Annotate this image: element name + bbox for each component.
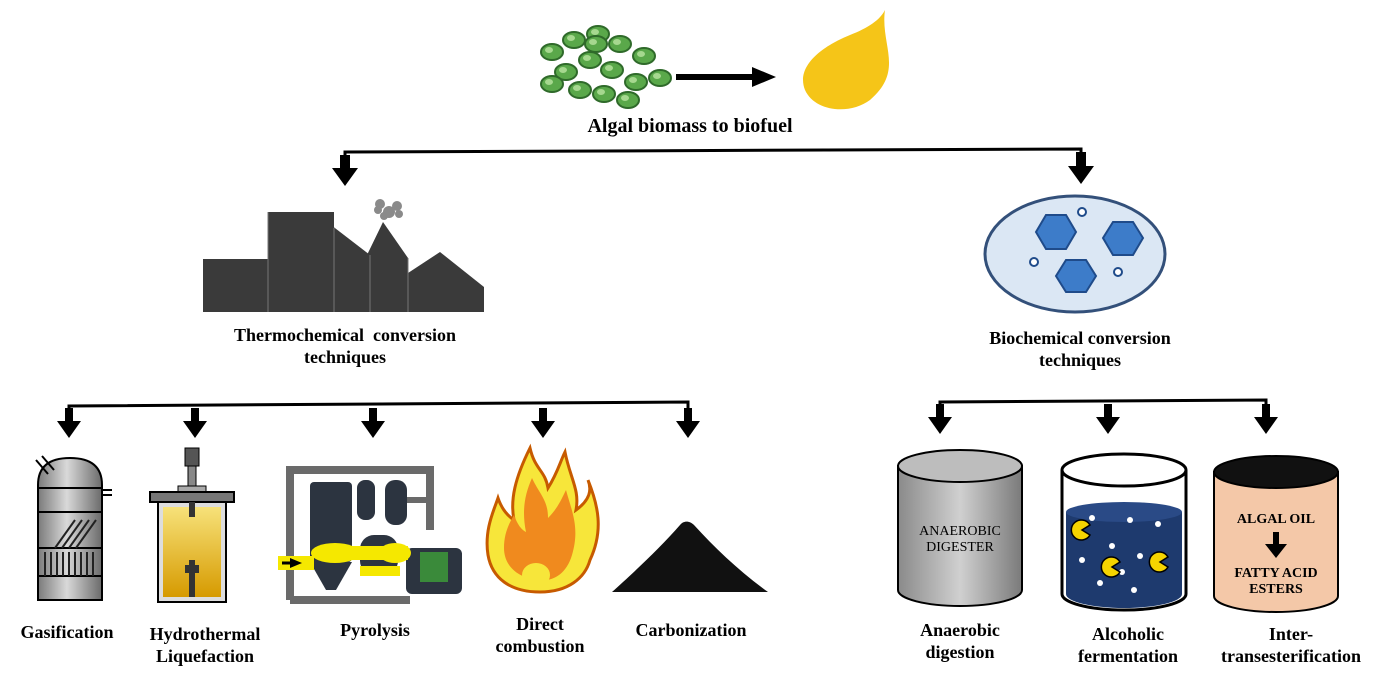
digester-tank-label-line1: ANAEROBIC — [919, 524, 1001, 539]
down-arrow-head — [928, 417, 952, 434]
algae-cell — [624, 73, 648, 91]
fatty-acid-esters-line1: FATTY ACID — [1234, 566, 1318, 581]
algae-cell-highlight — [545, 79, 553, 85]
algae-cell-highlight — [573, 85, 581, 91]
main-branch-connector — [332, 147, 1094, 186]
fatty-acid-esters-label: FATTY ACID ESTERS — [1216, 566, 1336, 598]
thermochemical-label-line1: Thermochemical conversion — [234, 325, 456, 345]
method-digestion-label: digestion — [925, 641, 995, 662]
ester-tank-icon — [1213, 455, 1339, 613]
fermenter-tank-icon — [1060, 452, 1188, 612]
digester-tank-label: ANAEROBIC DIGESTER — [900, 524, 1020, 556]
method-direct-combustion: Direct combustion — [470, 614, 610, 657]
petri-dish-icon — [983, 194, 1167, 314]
algae-cell — [616, 91, 640, 109]
down-arrow-head — [1096, 417, 1120, 434]
method-inter-transesterification: Inter- transesterification — [1206, 624, 1376, 667]
down-arrow-head — [676, 421, 700, 438]
algae-cell-highlight — [629, 77, 637, 83]
down-arrow-shaft — [539, 408, 547, 422]
down-arrow-shaft — [65, 408, 73, 422]
charcoal-pile-icon — [612, 521, 768, 592]
diagram-title: Algal biomass to biofuel — [587, 115, 793, 137]
method-hydrothermal-label: Hydrothermal — [149, 624, 261, 644]
algae-cell — [568, 81, 592, 99]
algae-cell-highlight — [653, 73, 661, 79]
method-transesterification-label: transesterification — [1221, 645, 1361, 666]
method-pyrolysis: Pyrolysis — [310, 620, 440, 642]
down-arrow-shaft — [1262, 404, 1270, 418]
method-gasification-label: Gasification — [20, 622, 114, 642]
algae-cell — [562, 31, 586, 49]
down-arrow-shaft — [684, 408, 692, 422]
biochemical-label-line2: techniques — [1038, 349, 1121, 370]
algae-cell-highlight — [621, 95, 629, 101]
method-fermentation-label: fermentation — [1078, 645, 1178, 666]
algae-cell — [578, 51, 602, 69]
biochemical-branch-connector — [928, 398, 1278, 434]
thermochemical-label: Thermochemical conversion techniques — [180, 325, 510, 368]
biochemical-label: Biochemical conversion techniques — [930, 328, 1230, 371]
algae-cell-highlight — [545, 47, 553, 53]
algae-cell — [540, 75, 564, 93]
thermochemical-label-line2: techniques — [303, 346, 386, 367]
process-arrow — [676, 67, 776, 87]
method-hydrothermal-liquefaction: Hydrothermal Liquefaction — [130, 624, 280, 667]
algae-cell — [608, 35, 632, 53]
algae-cell-highlight — [583, 55, 591, 61]
method-pyrolysis-label: Pyrolysis — [340, 620, 410, 640]
algae-cell-highlight — [605, 65, 613, 71]
biochemical-label-line1: Biochemical conversion — [989, 328, 1171, 348]
digester-tank-label-line2: DIGESTER — [926, 540, 994, 556]
algal-oil-label: ALGAL OIL — [1236, 512, 1316, 527]
factory-icon — [203, 199, 484, 312]
fatty-acid-esters-line2: ESTERS — [1249, 582, 1303, 598]
method-liquefaction-label: Liquefaction — [155, 645, 254, 666]
down-arrow-head — [1254, 417, 1278, 434]
algae-cell-highlight — [637, 51, 645, 57]
fuel-drop-icon — [803, 10, 890, 110]
algae-cell-highlight — [597, 89, 605, 95]
down-arrow-head — [183, 421, 207, 438]
down-arrow-head — [57, 421, 81, 438]
method-anaerobic-label: Anaerobic — [920, 620, 1000, 640]
algae-cell-highlight — [567, 35, 575, 41]
algae-cell — [584, 35, 608, 53]
method-anaerobic-digestion: Anaerobic digestion — [890, 620, 1030, 663]
method-alcoholic-label: Alcoholic — [1092, 624, 1164, 644]
algae-cell — [540, 43, 564, 61]
down-arrow-shaft — [369, 408, 377, 422]
down-arrow-shaft — [1104, 404, 1112, 418]
pyrolysis-plant-icon — [278, 466, 462, 604]
algae-cell-highlight — [559, 67, 567, 73]
algae-cell — [592, 85, 616, 103]
down-arrow-shaft — [191, 408, 199, 422]
algae-cell — [632, 47, 656, 65]
method-inter-label: Inter- — [1268, 624, 1314, 644]
method-carbonization-label: Carbonization — [635, 620, 747, 640]
algae-cell-highlight — [589, 39, 597, 45]
method-combustion-label: combustion — [495, 635, 585, 656]
down-arrow-head — [361, 421, 385, 438]
method-direct-label: Direct — [516, 614, 564, 634]
method-gasification: Gasification — [0, 622, 134, 644]
gasifier-icon — [35, 455, 112, 601]
method-alcoholic-fermentation: Alcoholic fermentation — [1058, 624, 1198, 667]
digester-tank-icon — [897, 449, 1023, 607]
algae-cells-icon — [540, 25, 672, 109]
hydrothermal-reactor-icon — [149, 447, 235, 603]
method-carbonization: Carbonization — [616, 620, 766, 642]
algae-cell-highlight — [591, 29, 599, 35]
flame-icon — [485, 443, 600, 594]
thermochemical-branch-connector — [57, 400, 700, 438]
algae-cell — [600, 61, 624, 79]
algae-cell-highlight — [613, 39, 621, 45]
algae-cell — [648, 69, 672, 87]
down-arrow-head — [531, 421, 555, 438]
down-arrow-shaft — [936, 404, 944, 418]
